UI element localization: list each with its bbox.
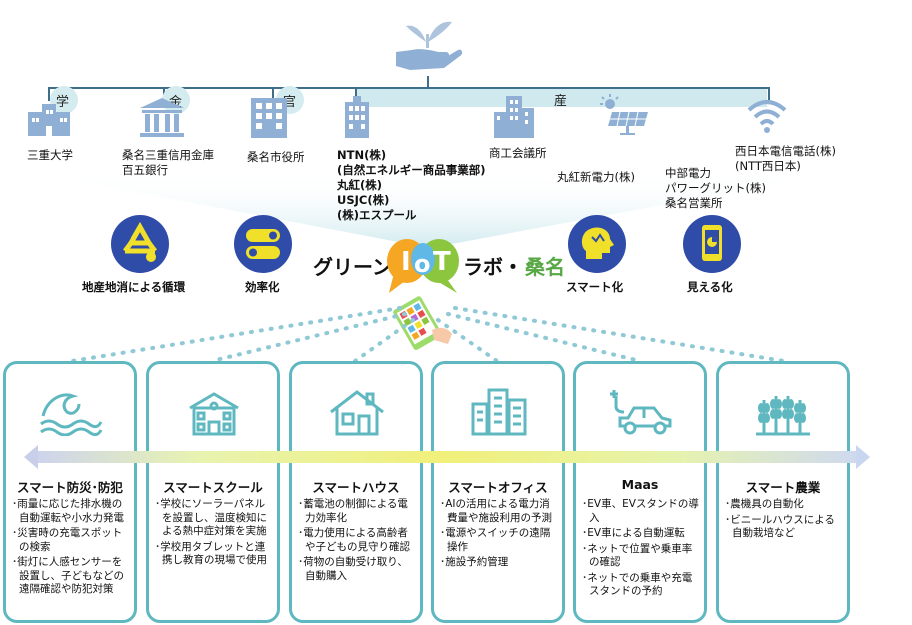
office-icon bbox=[471, 388, 527, 436]
org-chamber-of-commerce: 商工会議所 bbox=[489, 146, 547, 160]
tag-bubble-kin bbox=[162, 86, 190, 114]
tag-industry: 産 bbox=[554, 94, 568, 109]
logo-iot-t: T bbox=[433, 247, 451, 277]
list-item: ･電力使用による高齢者や子どもの見守り確認 bbox=[298, 527, 410, 553]
list-item: ･街灯に人感センサーを設置し、子どもなどの遠隔確認や防犯対策 bbox=[12, 556, 124, 595]
wheat-icon bbox=[756, 396, 810, 436]
band-arrow-left bbox=[24, 445, 38, 469]
field-title: Maas bbox=[621, 477, 659, 492]
field-title: スマートスクール bbox=[163, 480, 263, 495]
wifi-icon bbox=[747, 100, 787, 133]
university-icon bbox=[28, 104, 70, 136]
label-visualization: 見える化 bbox=[687, 280, 733, 294]
field-box-disaster-prevention: スマート防災･防犯 ･雨量に応じた排水機の自動運転や小水力発電 ･災害時の充電ス… bbox=[3, 361, 137, 623]
industry-banner bbox=[357, 89, 767, 107]
band-arrow-right bbox=[856, 445, 870, 469]
smartphone-chart-icon bbox=[702, 225, 722, 261]
city-hall-icon bbox=[251, 98, 287, 138]
org-ntn-group: NTN(株) (自然エネルギー商品事業部) 丸紅(株) USJC(株) (株)エ… bbox=[337, 148, 486, 222]
iot-speech-bubbles bbox=[387, 239, 459, 293]
tree-drop-3 bbox=[272, 87, 274, 101]
brain-head-icon bbox=[581, 227, 614, 259]
field-box-smart-agriculture: スマート農業 ･農機具の自動化 ･ビニールハウスによる自動栽培など bbox=[716, 361, 850, 623]
list-item: ･EV車、EVスタンドの導入 bbox=[582, 498, 699, 524]
tree-drop-1 bbox=[48, 87, 50, 101]
list-item: ･学校用タブレットと連携し教育の現場で使用 bbox=[155, 540, 267, 567]
list-item: ･雨量に応じた排水機の自動運転や小水力発電 bbox=[12, 498, 124, 524]
connection-band bbox=[34, 451, 856, 463]
tree-drop-4 bbox=[355, 87, 357, 101]
field-items: ･蓄電池の制御による電力効率化 ･電力使用による高齢者や子どもの見守り確認 ･荷… bbox=[298, 498, 416, 585]
label-efficiency: 効率化 bbox=[245, 280, 280, 294]
chamber-building-icon bbox=[494, 96, 534, 138]
list-item: ･農機具の自動化 bbox=[725, 498, 804, 510]
tablet-hand-icon bbox=[393, 296, 452, 350]
visualize-circle bbox=[683, 215, 741, 273]
list-item: ･ネットでの乗車や充電スタンドの予約 bbox=[582, 571, 693, 598]
field-title: スマート農業 bbox=[745, 480, 821, 495]
label-smartification: スマート化 bbox=[566, 280, 624, 294]
field-title: スマートオフィス bbox=[448, 480, 548, 495]
org-marubeni-power: 丸紅新電力(株) bbox=[557, 170, 635, 184]
field-box-smart-school: スマートスクール ･学校にソーラーパネルを設置し、温度検知による熱中症対策を実施… bbox=[146, 361, 280, 623]
list-item: ･災害時の充電スポットの検索 bbox=[12, 527, 123, 553]
tree-bar bbox=[48, 87, 768, 89]
school-icon bbox=[189, 392, 239, 436]
org-mie-university: 三重大学 bbox=[27, 148, 73, 162]
list-item: ･荷物の自動受け取り、自動購入 bbox=[298, 556, 408, 582]
field-box-smart-office: スマートオフィス ･AIの活用による電力消費量や施設利用の予測 ･電源やスイッチ… bbox=[431, 361, 565, 623]
list-item: ･蓄電池の制御による電力効率化 bbox=[298, 498, 408, 524]
list-item: ･学校にソーラーパネルを設置し、温度検知による熱中症対策を実施 bbox=[155, 498, 267, 537]
hand-sprout-icon bbox=[396, 21, 463, 70]
field-title: スマートハウス bbox=[312, 480, 400, 495]
field-box-smart-house: スマートハウス ･蓄電池の制御による電力効率化 ･電力使用による高齢者や子どもの… bbox=[289, 361, 423, 623]
list-item: ･ビニールハウスによる自動栽培など bbox=[725, 513, 835, 540]
tree-drop-5 bbox=[768, 87, 770, 101]
green-iot-lab-kuwana-logo: グリーン I o T ラボ・ 桑名 bbox=[307, 233, 577, 293]
recycle-icon bbox=[123, 221, 157, 262]
org-kuwana-city: 桑名市役所 bbox=[247, 150, 305, 164]
list-item: ･EV車による自動運転 bbox=[582, 527, 685, 539]
org-banks: 桑名三重信用金庫 百五銀行 bbox=[122, 148, 214, 177]
field-items: ･EV車、EVスタンドの導入 ･EV車による自動運転 ･ネットで位置や乗車率の確… bbox=[582, 498, 700, 601]
toggle-switch-icon bbox=[246, 229, 280, 259]
list-item: ･ネットで位置や乗車率の確認 bbox=[582, 542, 693, 569]
field-items: ･AIの活用による電力消費量や施設利用の予測 ･電源やスイッチの遠隔操作 ･施設… bbox=[440, 498, 558, 572]
list-item: ･施設予約管理 bbox=[440, 556, 509, 568]
wave-icon bbox=[40, 393, 103, 436]
tag-academia: 学 bbox=[56, 95, 70, 110]
list-item: ･AIの活用による電力消費量や施設利用の予測 bbox=[440, 498, 552, 524]
field-items: ･雨量に応じた排水機の自動運転や小水力発電 ･災害時の充電スポットの検索 ･街灯… bbox=[12, 498, 130, 599]
efficiency-circle bbox=[234, 215, 292, 273]
field-box-maas: Maas ･EV車、EVスタンドの導入 ･EV車による自動運転 ･ネットで位置や… bbox=[573, 361, 707, 623]
recycle-circle bbox=[111, 215, 169, 273]
ev-car-icon bbox=[610, 390, 672, 435]
logo-text-labo: ラボ・ bbox=[463, 255, 523, 279]
org-chubu-power-grid: 中部電力 パワーグリット(株) 桑名営業所 bbox=[665, 166, 766, 210]
label-local-circulation: 地産地消による循環 bbox=[82, 280, 186, 294]
list-item: ･電源やスイッチの遠隔操作 bbox=[440, 527, 551, 553]
house-icon bbox=[330, 390, 384, 436]
field-title: スマート防災･防犯 bbox=[17, 480, 123, 495]
logo-iot-i: I bbox=[401, 247, 411, 277]
field-items: ･学校にソーラーパネルを設置し、温度検知による熱中症対策を実施 ･学校用タブレッ… bbox=[155, 498, 273, 570]
logo-text-kuwana: 桑名 bbox=[525, 255, 565, 279]
smart-circle bbox=[568, 215, 626, 273]
company-building-icon bbox=[345, 96, 369, 138]
field-items: ･農機具の自動化 ･ビニールハウスによる自動栽培など bbox=[725, 498, 843, 543]
tree-stem bbox=[427, 76, 429, 88]
bank-icon bbox=[140, 98, 184, 137]
logo-iot-o: o bbox=[414, 250, 431, 278]
logo-text-green: グリーン bbox=[313, 255, 392, 279]
solar-panel-icon bbox=[600, 94, 648, 135]
convergence-fan bbox=[30, 172, 840, 248]
org-ntt-west: 西日本電信電話(株) (NTT西日本) bbox=[735, 144, 836, 173]
